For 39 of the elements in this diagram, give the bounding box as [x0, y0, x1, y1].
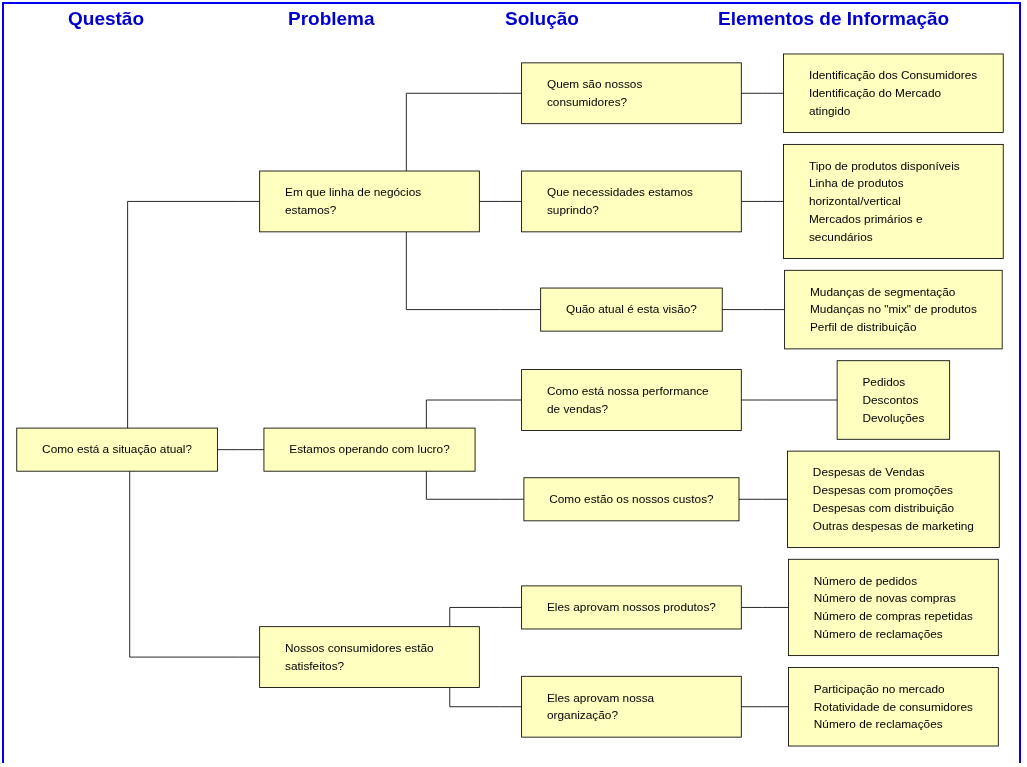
column-heading: Elementos de Informação: [718, 8, 950, 30]
connector: [740, 399, 838, 401]
node-box: Como está a situação atual?: [16, 427, 218, 472]
node-box: Identificação dos Consumidores Identificação do Mercado atingido: [783, 53, 1004, 133]
connector: [129, 470, 261, 658]
connector: [425, 470, 525, 500]
column-heading: Problema: [288, 8, 375, 30]
node-box: Como está nossa performance de vendas?: [521, 369, 742, 431]
connector: [405, 92, 522, 172]
node-box: Mudanças de segmentação Mudanças no "mix" de produtos Perfil de distribuição: [784, 269, 1003, 350]
connector: [740, 706, 789, 708]
connector: [740, 92, 784, 94]
connector: [405, 231, 542, 310]
node-box: Quão atual é esta visão?: [540, 287, 723, 332]
node-box: Eles aprovam nossos produtos?: [521, 585, 742, 630]
node-box: Eles aprovam nossa organização?: [521, 675, 742, 738]
node-box: Nossos consumidores estão satisfeitos?: [259, 626, 480, 688]
connector: [127, 201, 261, 429]
connector: [738, 498, 788, 500]
node-box: Como estão os nossos custos?: [523, 477, 740, 522]
node-box: Estamos operando com lucro?: [263, 427, 476, 472]
connector: [449, 687, 522, 708]
connector: [217, 449, 265, 451]
node-box: Que necessidades estamos suprindo?: [521, 170, 742, 233]
node-box: Em que linha de negócios estamos?: [259, 170, 480, 233]
node-box: Pedidos Descontos Devoluções: [836, 360, 951, 440]
column-heading: Questão: [68, 8, 145, 30]
connector: [740, 607, 789, 608]
node-box: Participação no mercado Rotatividade de consumidores Número de reclamações: [788, 667, 999, 747]
connector: [425, 399, 522, 429]
connector: [478, 201, 522, 202]
connector: [740, 201, 784, 202]
node-box: Quem são nossos consumidores?: [521, 62, 742, 125]
connector: [721, 309, 785, 310]
node-box: Número de pedidos Número de novas compras Número de compras repetidas Número de reclamações: [788, 558, 999, 657]
column-heading: Solução: [505, 8, 579, 30]
connector: [449, 607, 522, 628]
node-box: Tipo de produtos disponíveis Linha de produtos horizontal/vertical Mercados primários e secundários: [783, 143, 1004, 259]
node-box: Despesas de Vendas Despesas com promoções Despesas com distribuição Outras despesas de marketing: [787, 450, 1000, 548]
